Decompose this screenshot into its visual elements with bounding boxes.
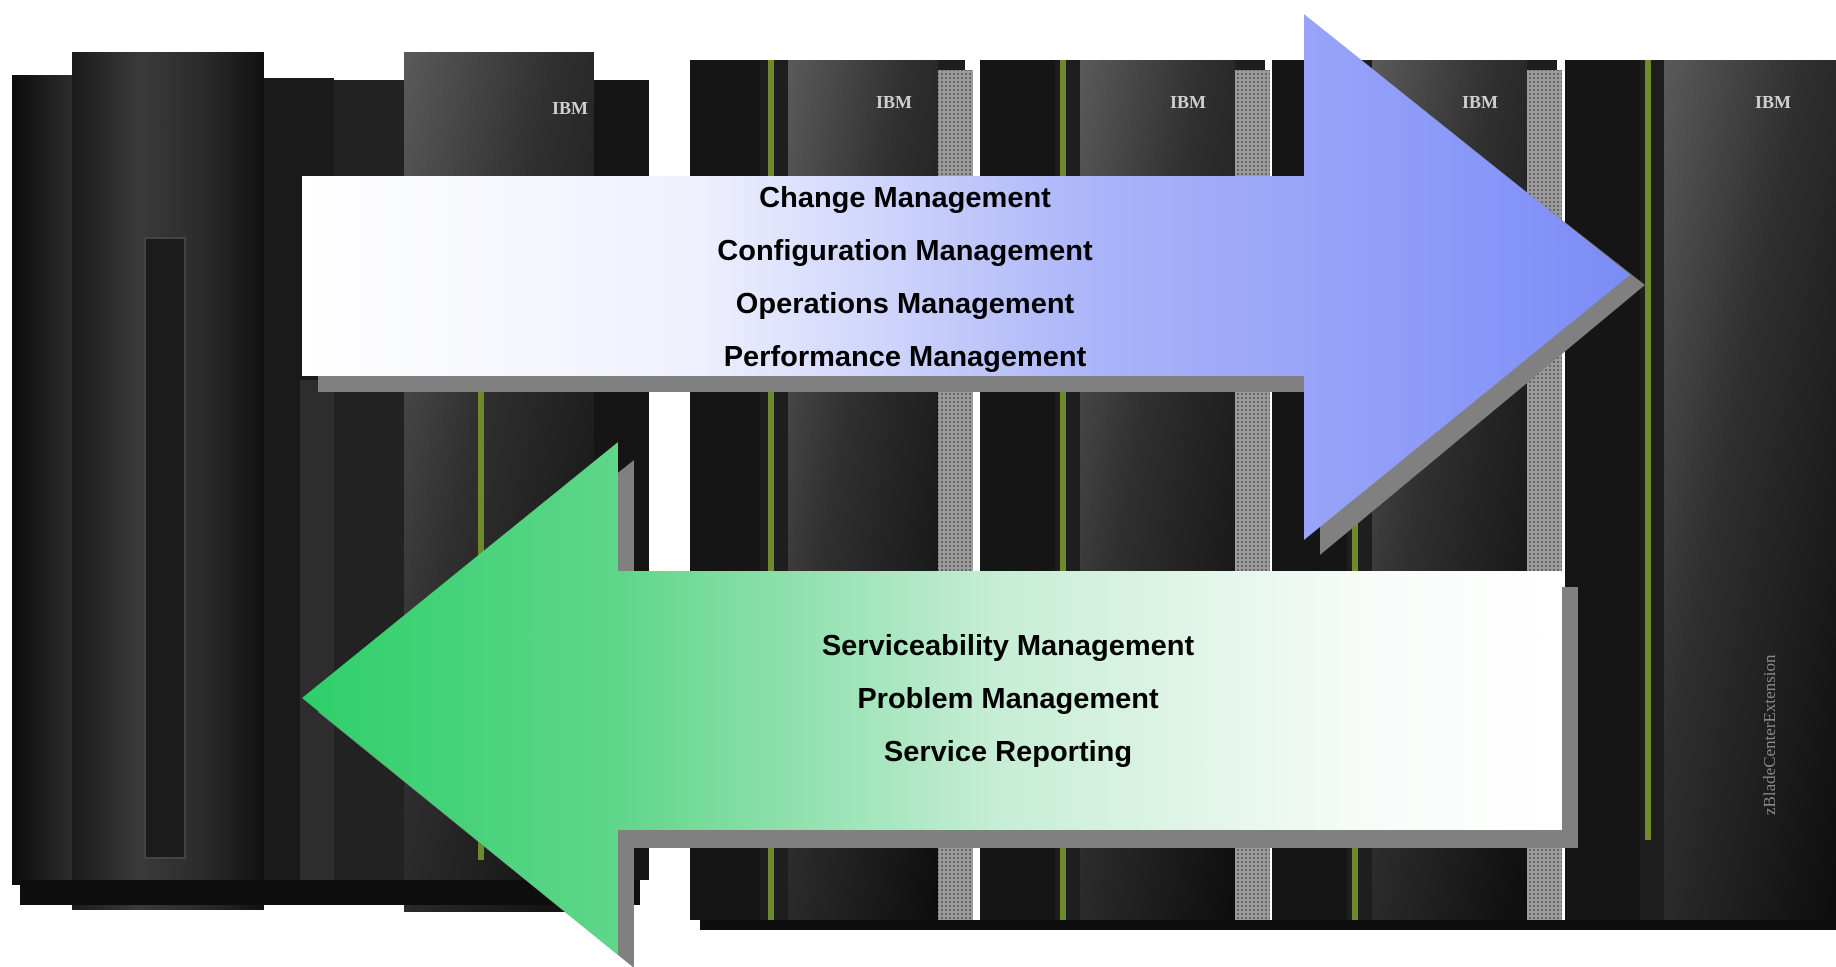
arrow-left-label-service-reporting: Service Reporting [883, 736, 1133, 768]
arrow-left-label-serviceability: Serviceability Management [821, 630, 1195, 662]
ibm-logo: IBM [1755, 92, 1791, 112]
arrow-left-label-problem: Problem Management [857, 683, 1159, 715]
arrow-right-label-performance: Performance Management [723, 341, 1087, 373]
arrow-right-label-operations: Operations Management [735, 288, 1075, 320]
zbx-side-text: zBladeCenterExtension [1760, 654, 1779, 815]
arrow-right [302, 14, 1645, 555]
ibm-logo: IBM [1462, 92, 1498, 112]
ibm-logo: IBM [552, 98, 588, 118]
arrow-left-shape [302, 442, 1562, 955]
arrow-left [302, 442, 1578, 967]
ibm-logo: IBM [876, 92, 912, 112]
arrow-right-label-change: Change Management [759, 182, 1051, 214]
arrow-right-shape [302, 14, 1630, 540]
ibm-logo: IBM [1170, 92, 1206, 112]
arrow-right-label-configuration: Configuration Management [717, 235, 1093, 267]
